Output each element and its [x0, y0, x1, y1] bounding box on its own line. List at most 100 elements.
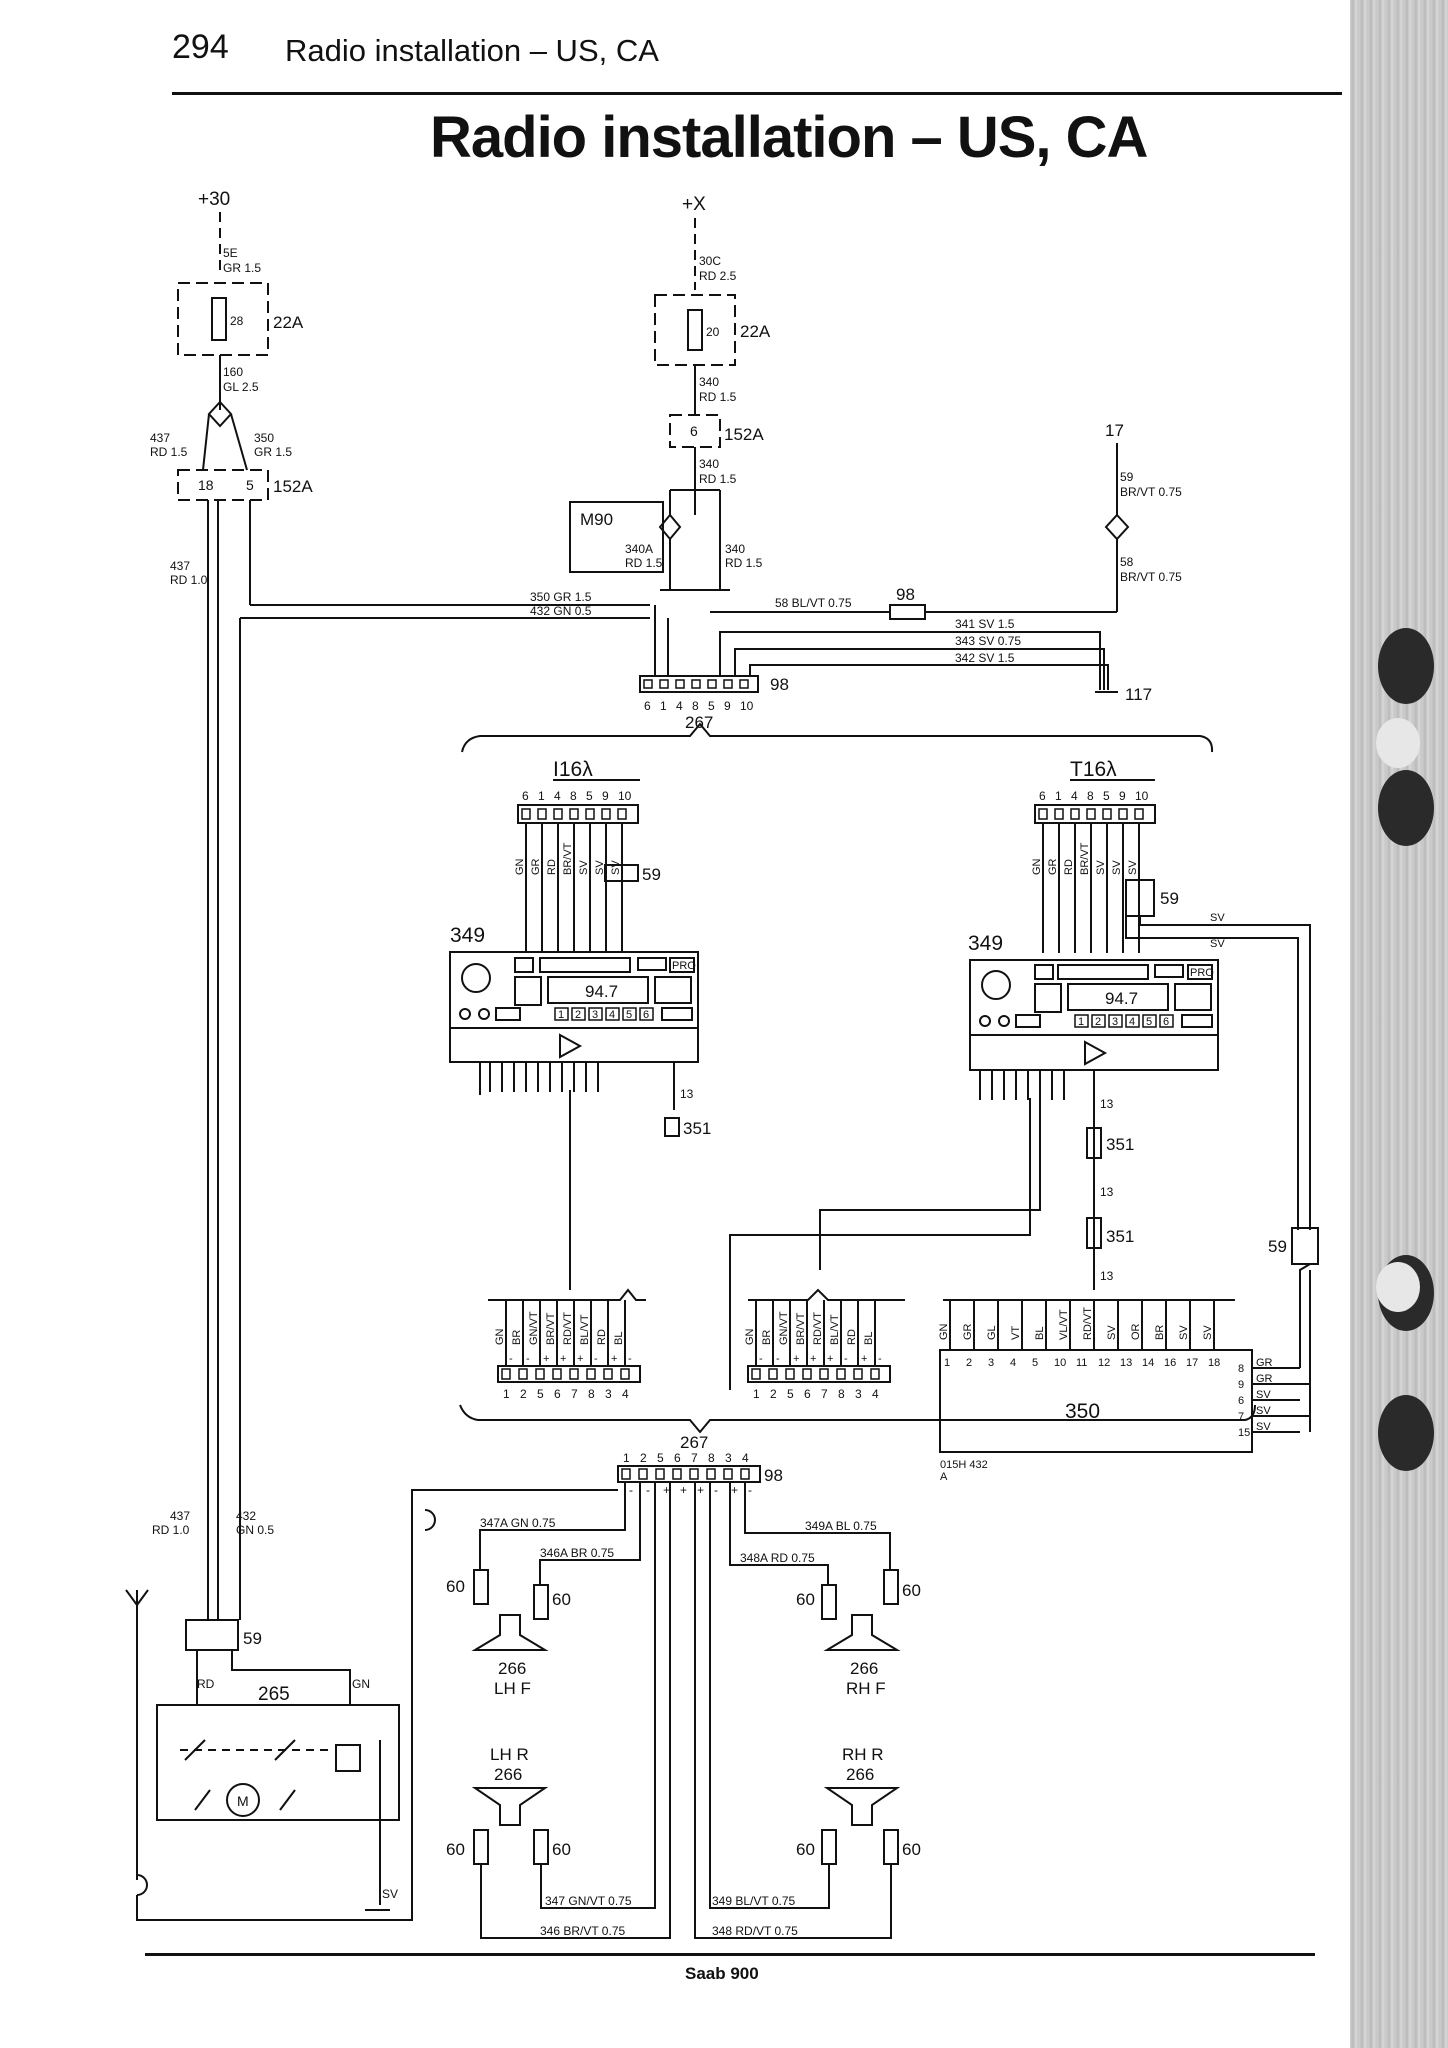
pin-label: 7: [691, 1451, 698, 1465]
wire-346a-label: 346A BR 0.75: [540, 1546, 614, 1560]
spk-sign: -: [844, 1353, 848, 1365]
radio-wire-color: SV: [1111, 860, 1123, 875]
pin-sign: +: [663, 1483, 670, 1497]
running-header: Radio installation – US, CA: [285, 33, 659, 68]
pin-label: 6: [674, 1451, 681, 1465]
fuse-28: [211, 297, 227, 341]
wire-30c-label: 30C: [699, 254, 721, 268]
resistor-60-lhf-a: [473, 1569, 489, 1605]
spk-sign: -: [759, 1353, 763, 1365]
radio-right-connector: [1034, 804, 1156, 824]
amp-wire-color: SV: [1178, 1325, 1190, 1340]
radio-wire-color: SV: [594, 860, 606, 875]
spk-pin: [836, 1368, 846, 1380]
ref-60-rhf-a: 60: [796, 1590, 815, 1609]
wire-13-c-label: 13: [1100, 1185, 1114, 1199]
speaker-rhf-icon: [823, 1614, 901, 1651]
wire-58-label: 58: [1120, 555, 1134, 569]
spk-sign: -: [594, 1353, 598, 1365]
amp-pin-label: 1: [944, 1357, 950, 1369]
amp-pin-label: 3: [988, 1357, 994, 1369]
amp-pin-label: 10: [1054, 1357, 1066, 1369]
antenna-plug-icon: [136, 1874, 148, 1896]
amp-feed: [1299, 1263, 1311, 1368]
amp-pin-label: 2: [966, 1357, 972, 1369]
spk-pin: [802, 1368, 812, 1380]
radio-pin: [1038, 808, 1048, 820]
binder-hole-2: [1376, 718, 1420, 768]
pin-label: 1: [660, 699, 667, 713]
wire-160-label: 160: [223, 365, 243, 379]
preset-button: [1125, 1014, 1140, 1028]
spk-pin-label: 5: [787, 1387, 794, 1401]
fuse-box-right-label: 22A: [740, 322, 771, 341]
preset-button-label: 3: [592, 1009, 598, 1021]
radio-right-pro-label: PRO: [1190, 967, 1214, 979]
ref-60-lhr-a: 60: [446, 1840, 465, 1859]
antenna-motor-unit: [156, 1704, 400, 1821]
spk-sign: -: [776, 1353, 780, 1365]
wire-59-label: 59: [1120, 470, 1134, 484]
radio-right-variant-label: T16λ: [1070, 758, 1117, 781]
spk-pin: [819, 1368, 829, 1380]
footer-rule: [145, 1953, 1315, 1956]
pin-box: [621, 1468, 631, 1480]
radio-left-knob: [461, 963, 491, 993]
pin-label: 4: [742, 1451, 749, 1465]
header-rule: [172, 92, 1342, 95]
amp-wire-color: SV: [1202, 1325, 1214, 1340]
radio-wire-color: GR: [530, 858, 542, 875]
radio-pin-label: 6: [1039, 789, 1046, 803]
spk-pin: [501, 1368, 511, 1380]
wire-340-b-label: 340: [699, 457, 719, 471]
fuse-28-label: 28: [230, 314, 244, 328]
wire-437-spec: RD 1.5: [150, 445, 188, 459]
amp-side-pin: 6: [1238, 1395, 1244, 1407]
preset-button: [571, 1007, 586, 1021]
speaker-connector-mid: [747, 1365, 891, 1383]
wire-30c-spec: RD 2.5: [699, 269, 737, 283]
radio-left-pro-label: PRO: [672, 960, 696, 972]
preset-button: [1108, 1014, 1123, 1028]
amp-wire-color: RD/VT: [1082, 1307, 1094, 1340]
wire-340-a-spec: RD 1.5: [699, 390, 737, 404]
antenna-motor: [226, 1783, 260, 1817]
ref-59-antenna-label: 59: [243, 1629, 262, 1648]
spk-wire-color: RD/VT: [562, 1312, 574, 1345]
pin-box: [659, 679, 669, 689]
ref-267-bottom-label: 267: [680, 1433, 708, 1452]
radio-wire-color: GN: [1031, 858, 1043, 875]
pin-box: [723, 1468, 733, 1480]
wire-432-b-spec: GN 0.5: [236, 1523, 274, 1537]
spk-pin: [569, 1368, 579, 1380]
preset-button-label: 6: [643, 1009, 649, 1021]
wire-sv-a-label: SV: [1210, 912, 1225, 924]
resistor-60-lhr-b: [533, 1829, 549, 1865]
speaker-rhr-label: RH R: [842, 1745, 884, 1764]
speaker-lhr-icon: [471, 1787, 549, 1826]
radio-pin-label: 4: [1071, 789, 1078, 803]
ref-267-top-label: 267: [685, 713, 713, 732]
antenna-relay: [335, 1744, 361, 1772]
spk-wire-color: RD: [846, 1329, 858, 1345]
radio-pin-label: 5: [1103, 789, 1110, 803]
speaker-lhf-icon: [471, 1614, 549, 1651]
spk-pin: [603, 1368, 613, 1380]
ref-60-rhr-a: 60: [796, 1840, 815, 1859]
spk-wire-color: GN/VT: [778, 1311, 790, 1345]
pin-label: 5: [657, 1451, 664, 1465]
radio-pin-label: 1: [1055, 789, 1062, 803]
ground-117-label: 117: [1125, 685, 1152, 704]
spk-wire-color: RD/VT: [812, 1312, 824, 1345]
preset-button-label: 1: [1078, 1016, 1084, 1028]
page-title: Radio installation – US, CA: [430, 105, 1148, 170]
amp-wire-color: GL: [986, 1325, 998, 1340]
wire-347-label: 347 GN/VT 0.75: [545, 1894, 632, 1908]
spk-pin: [785, 1368, 795, 1380]
pin-sign: -: [629, 1483, 633, 1497]
radio-pin: [1054, 808, 1064, 820]
brace-left-spk: [488, 1288, 646, 1301]
wire-340-c-label: 340: [725, 542, 745, 556]
